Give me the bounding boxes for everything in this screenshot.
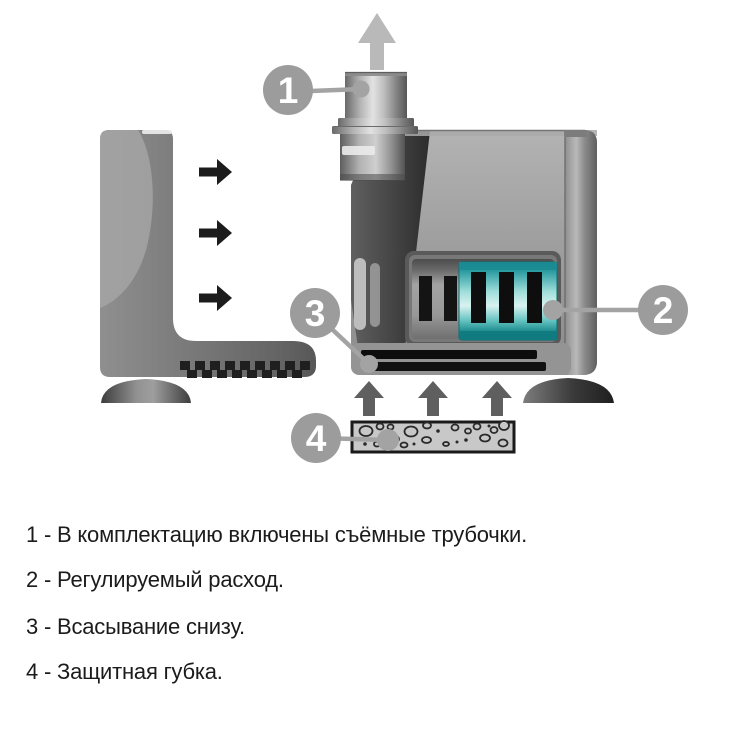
bracket-grille bbox=[180, 361, 310, 378]
legend-item-2: 2 - Регулируемый расход. bbox=[26, 567, 284, 592]
tube-top-cylinder bbox=[345, 72, 407, 118]
up-arrow-icon bbox=[482, 381, 512, 416]
callout-1-number: 1 bbox=[278, 70, 299, 111]
pump-diagram: 1 2 3 4 bbox=[100, 13, 688, 463]
intake-slot bbox=[374, 362, 546, 371]
intake-slot bbox=[361, 350, 537, 359]
callout-4-number: 4 bbox=[306, 418, 327, 459]
callout-4-dot bbox=[377, 429, 399, 451]
bracket-top-highlight bbox=[142, 130, 172, 134]
regulator-slot bbox=[527, 272, 542, 323]
callouts: 1 2 3 4 bbox=[263, 65, 688, 463]
pump-right-cap bbox=[565, 130, 597, 375]
pump-top-edge bbox=[400, 130, 597, 136]
flow-regulator-slider bbox=[458, 261, 558, 341]
legend-item-4: 4 - Защитная губка. bbox=[26, 659, 223, 684]
outlet-arrow-icon bbox=[358, 13, 396, 70]
right-arrow-icon bbox=[199, 159, 232, 185]
callout-3-number: 3 bbox=[305, 293, 326, 334]
tube-lower-shadow bbox=[340, 174, 405, 181]
pump-cap-notch bbox=[565, 130, 587, 137]
bottom-intake-arrows bbox=[354, 381, 512, 416]
callout-3-circle bbox=[290, 288, 340, 338]
right-arrow-icon bbox=[199, 220, 232, 246]
pump-suction-cup bbox=[523, 378, 614, 403]
regulator-slot bbox=[499, 272, 514, 323]
callout-2-number: 2 bbox=[653, 290, 674, 331]
legend-item-1: 1 - В комплектацию включены съёмные труб… bbox=[26, 522, 527, 547]
side-flow-arrows bbox=[199, 159, 232, 311]
callout-1-circle bbox=[263, 65, 313, 115]
tube-lower-cylinder bbox=[340, 133, 405, 180]
tube-top-rim bbox=[345, 72, 407, 76]
callout-1-dot bbox=[352, 80, 370, 98]
sponge-dots bbox=[363, 424, 491, 446]
vent-slot bbox=[419, 276, 432, 321]
outlet-tube bbox=[332, 71, 418, 181]
regulator-bottom-band bbox=[459, 331, 557, 340]
protective-sponge bbox=[350, 420, 516, 454]
regulator-slot bbox=[471, 272, 486, 323]
tube-flange bbox=[338, 118, 414, 127]
callout-2-dot bbox=[543, 300, 563, 320]
up-arrow-icon bbox=[418, 381, 448, 416]
callout-3-dot bbox=[360, 355, 378, 373]
legend-item-3: 3 - Всасывание снизу. bbox=[26, 614, 245, 639]
pump bbox=[332, 13, 614, 403]
tube-flange-lip bbox=[332, 126, 418, 134]
bracket-highlight bbox=[100, 130, 153, 308]
tube-notch-highlight bbox=[342, 146, 375, 155]
regulator-top-band bbox=[459, 262, 557, 270]
right-arrow-icon bbox=[199, 285, 232, 311]
callout-2-circle bbox=[638, 285, 688, 335]
bottom-intake-slots bbox=[351, 343, 571, 375]
mount-bracket bbox=[100, 130, 316, 403]
bracket-body bbox=[100, 130, 316, 377]
up-arrow-icon bbox=[354, 381, 384, 416]
pump-left-slat bbox=[354, 258, 366, 330]
bracket-suction-cup bbox=[101, 379, 191, 403]
pump-left-slat bbox=[370, 263, 380, 327]
callout-4-circle bbox=[291, 413, 341, 463]
vent-slot bbox=[444, 276, 457, 321]
